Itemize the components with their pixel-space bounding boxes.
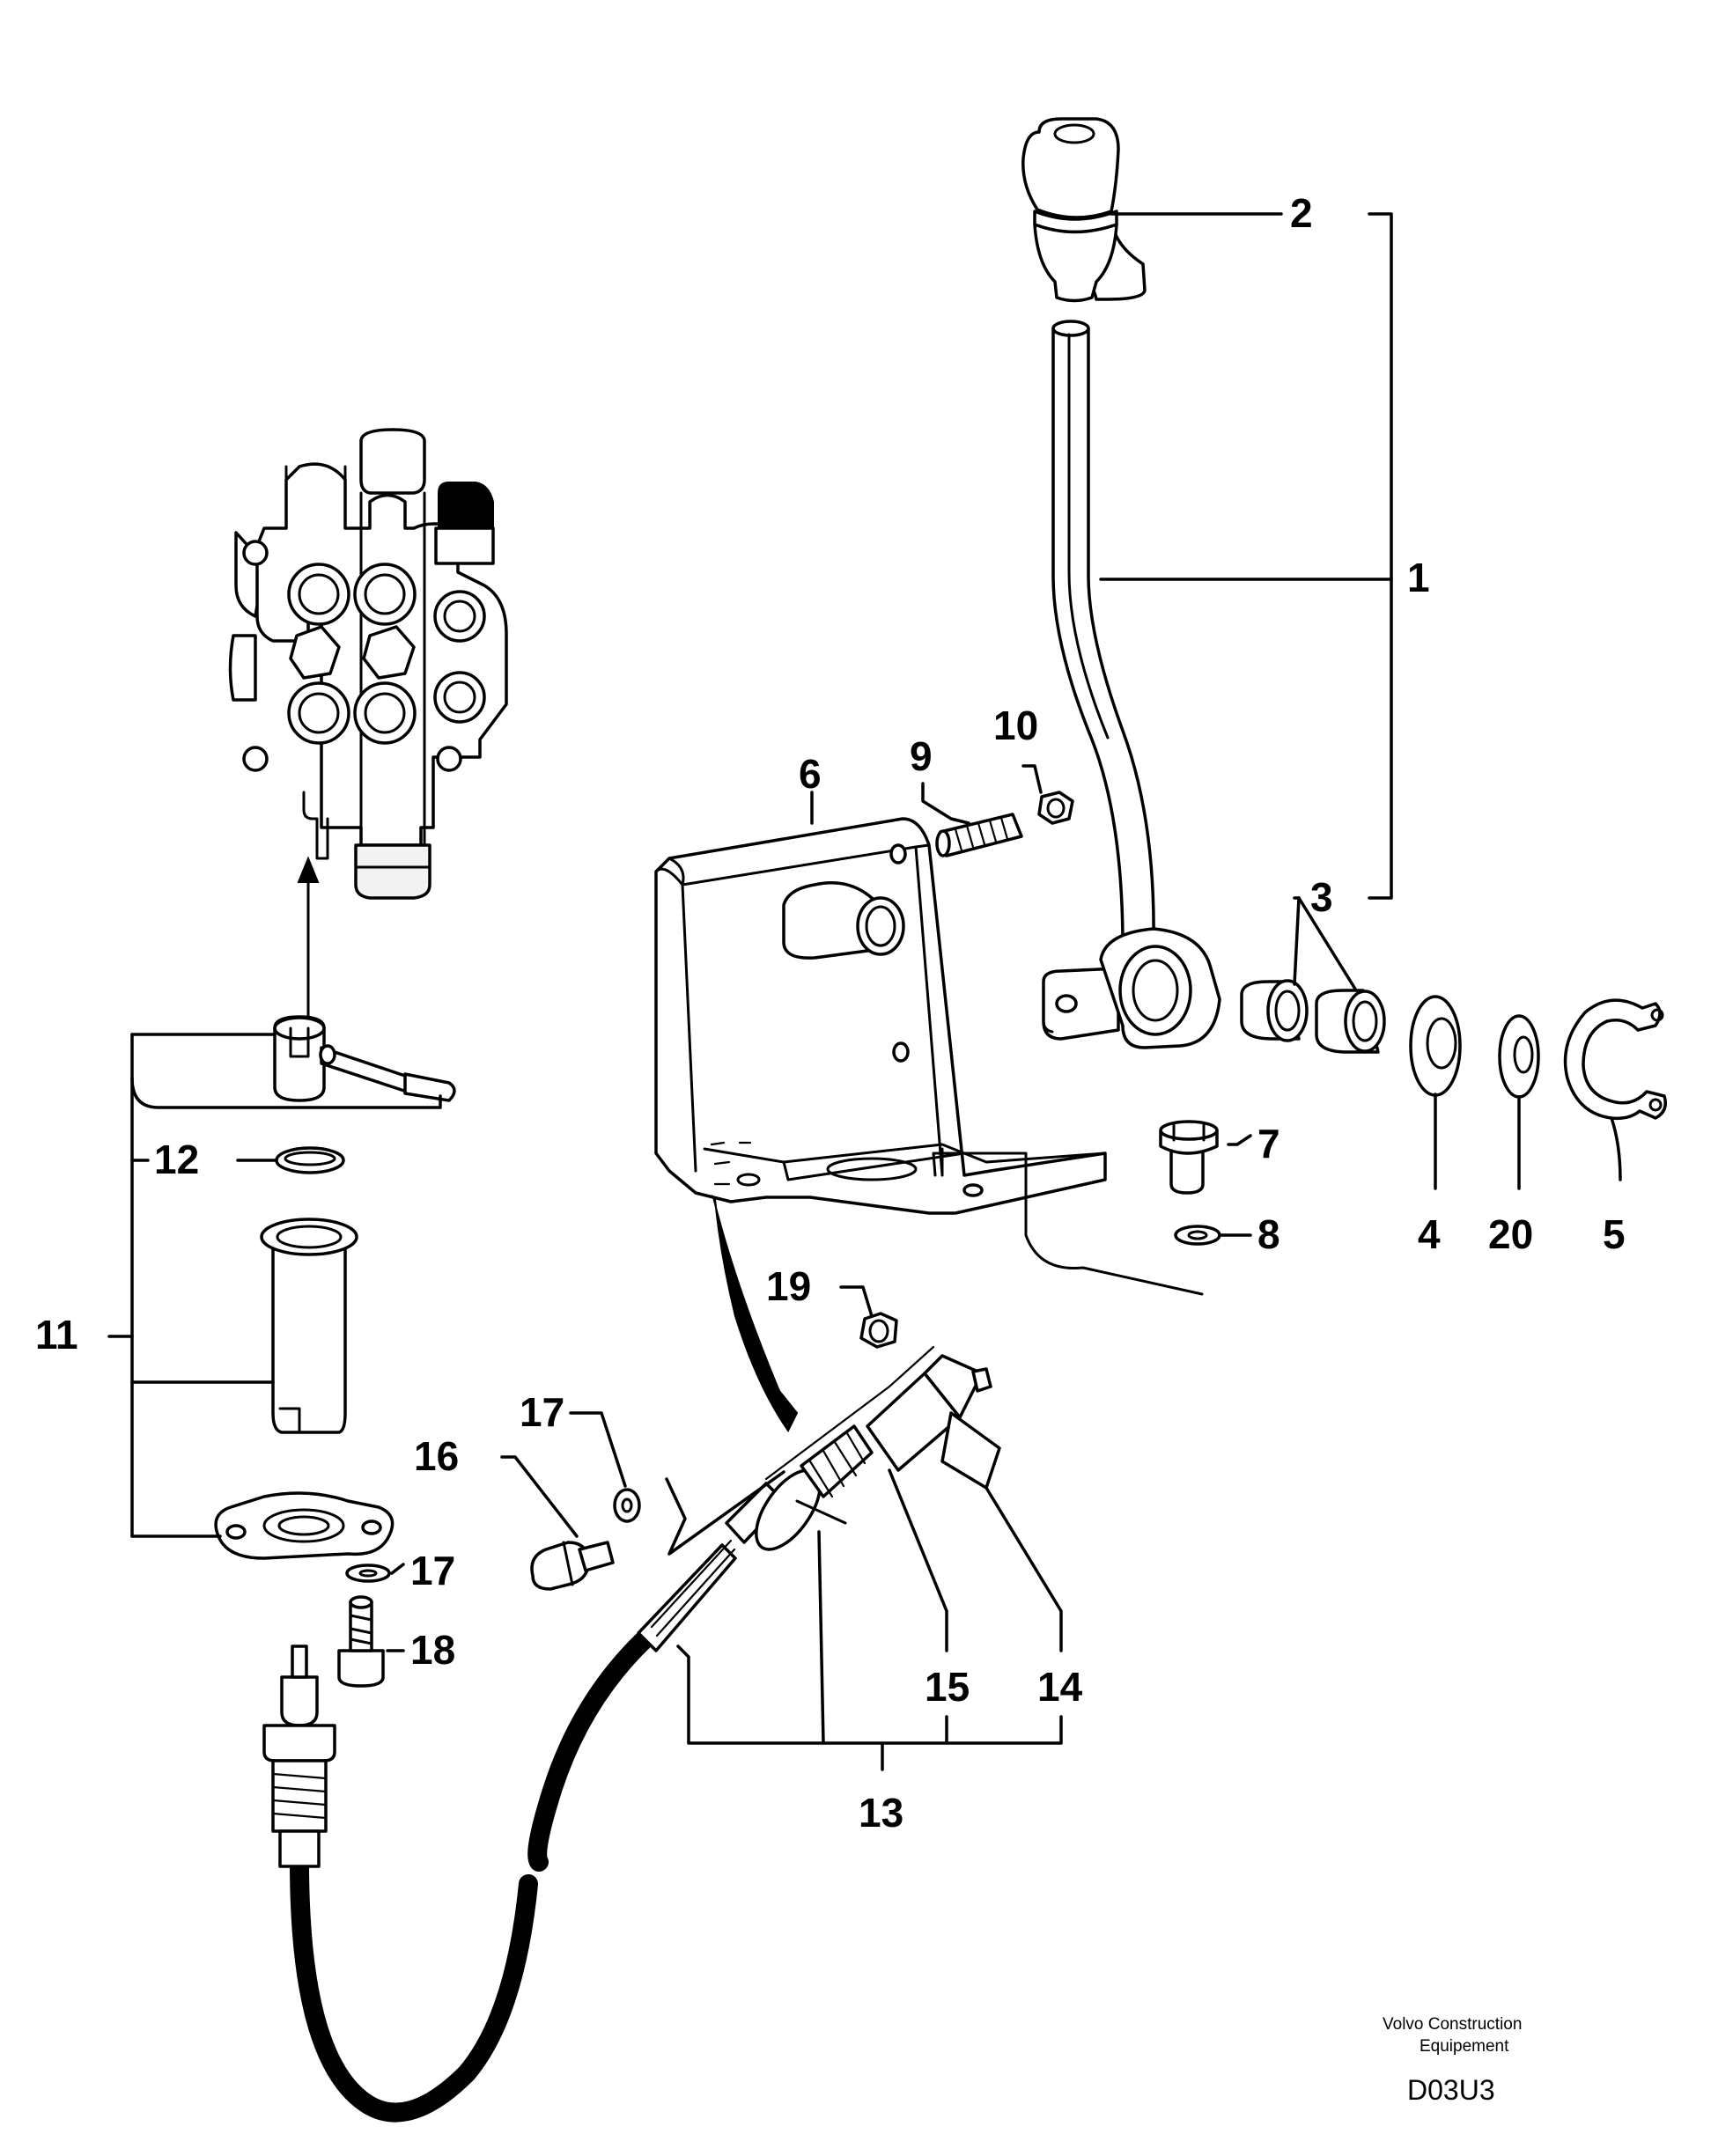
clevis-with-pin [273,1015,456,1102]
leaders-right [810,764,1252,1318]
mounting-bracket [654,817,1204,1296]
leaders-bottom [386,1411,1063,1771]
callout-13: 13 [859,1790,903,1836]
nut-10 [1037,791,1074,825]
stud-9 [935,813,1023,857]
o-ring [275,1146,345,1174]
lever-knob [1021,117,1147,303]
manufacturer-credit-line2: Equipement [1420,2037,1509,2056]
callout-3: 3 [1310,874,1333,920]
footer: Volvo Construction Equipement D03U3 [1383,2015,1522,2106]
flange-plate [214,1491,395,1560]
callout-17-lower: 17 [410,1548,455,1593]
callout-16: 16 [414,1433,459,1479]
callout-10: 10 [993,703,1038,748]
group-1-bracket [1099,212,1622,1190]
callout-2: 2 [1290,190,1313,236]
control-cable [290,1194,1001,2123]
bushing-pair [1240,979,1386,1054]
callout-18: 18 [410,1627,455,1673]
callout-8: 8 [1257,1211,1280,1257]
callout-14: 14 [1037,1664,1083,1710]
washer-4 [1409,995,1462,1097]
callout-1: 1 [1407,555,1430,600]
control-valve [228,428,508,900]
callout-15: 15 [925,1664,970,1710]
callout-11: 11 [35,1312,78,1358]
washer-20 [1498,1014,1540,1099]
washer-17-lower [345,1564,391,1583]
guide-sleeve [260,1218,358,1434]
lever-hub [1042,927,1221,1049]
washer-17-upper [613,1488,641,1523]
callout-17-upper: 17 [520,1389,564,1435]
callout-9: 9 [910,733,933,779]
drawing-code: D03U3 [1407,2074,1495,2106]
callout-20: 20 [1488,1211,1533,1257]
callout-labels: 1 2 3 4 5 6 7 8 9 10 11 12 13 14 15 16 1… [35,190,1626,1836]
circlip-5 [1563,998,1667,1121]
hose-fitting [262,1645,336,1868]
callout-4: 4 [1418,1211,1441,1257]
assembly-arrow [297,856,320,1030]
bolt-16 [530,1541,615,1591]
callout-5: 5 [1603,1211,1626,1257]
callout-19: 19 [766,1263,811,1309]
callout-7: 7 [1257,1121,1280,1166]
callout-6: 6 [799,751,822,797]
bolt-7 [1159,1120,1219,1195]
nut-19 [859,1312,898,1349]
washer-8 [1174,1225,1221,1246]
nipple-18 [337,1595,385,1688]
group-11-bracket [107,1033,442,1538]
lever-rod [1051,320,1155,948]
callout-12: 12 [154,1137,199,1182]
manufacturer-credit-line1: Volvo Construction [1383,2015,1522,2034]
